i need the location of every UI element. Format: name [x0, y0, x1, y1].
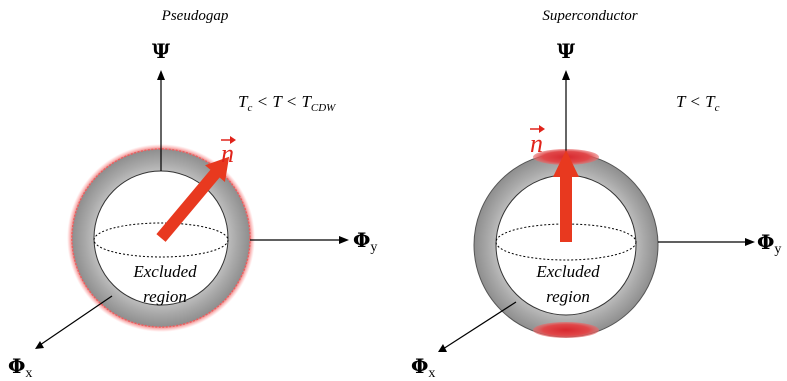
panel-superconductor: Superconductor Ψ Φy Φx T < Tc: [411, 8, 781, 381]
panel-pseudogap: Pseudogap Ψ Φy Φx Tc < T < TCDW: [8, 8, 377, 381]
temperature-range: Tc < T < TCDW: [238, 92, 336, 114]
n-vector-label: n: [530, 129, 543, 158]
panel-title: Pseudogap: [161, 8, 229, 24]
phi-x-axis: [39, 295, 113, 346]
vector-arrow-over-n: [221, 136, 236, 144]
psi-arrowhead: [562, 70, 570, 80]
phi-y-arrowhead: [745, 238, 755, 246]
psi-arrowhead: [157, 70, 165, 80]
phi-x-label: Φx: [8, 354, 32, 381]
panel-title: Superconductor: [542, 8, 637, 24]
region-label-line1: Excluded: [535, 262, 600, 281]
region-label-line1: Excluded: [132, 262, 197, 281]
temperature-range: T < Tc: [676, 92, 720, 114]
phi-y-arrowhead: [339, 236, 349, 244]
phi-y-label: Φy: [353, 228, 377, 255]
vector-arrow-over-n: [530, 125, 545, 133]
psi-label: Ψ: [557, 39, 576, 63]
phi-y-label: Φy: [757, 230, 781, 257]
region-label-line2: region: [143, 287, 187, 306]
phi-x-axis: [442, 301, 517, 350]
n-vector-arrow: [156, 156, 230, 242]
equator-ellipse: [93, 222, 229, 258]
region-label-line2: region: [546, 287, 590, 306]
bottom-cap-highlight: [533, 322, 599, 338]
psi-label: Ψ: [152, 39, 171, 63]
n-vector-label: n: [221, 139, 234, 168]
phi-x-label: Φx: [411, 354, 435, 381]
phi-x-arrowhead: [438, 344, 447, 352]
phi-x-arrowhead: [35, 341, 44, 349]
n-vector-arrow: [553, 150, 579, 242]
